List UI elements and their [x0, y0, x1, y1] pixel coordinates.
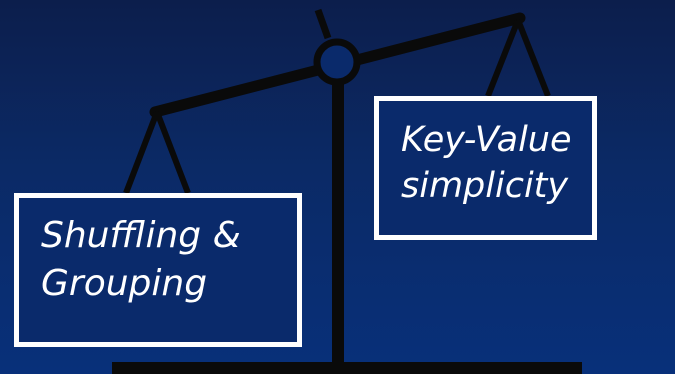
right-pan-line1: Key-Value — [401, 120, 572, 160]
scale-pivot — [313, 38, 361, 86]
scale-pillar — [332, 80, 344, 366]
left-pan-box: Shuffling & Grouping — [14, 193, 302, 347]
scale-base — [112, 362, 582, 374]
right-pan-line2: simplicity — [401, 166, 569, 207]
scale-pointer — [314, 8, 332, 40]
left-pan-line2: Grouping — [41, 262, 208, 304]
left-pan-strings — [123, 110, 191, 195]
right-pan-box: Key-Value simplicity — [374, 96, 597, 240]
right-pan-strings — [485, 18, 551, 98]
left-pan-line1: Shuffling & — [41, 215, 241, 256]
